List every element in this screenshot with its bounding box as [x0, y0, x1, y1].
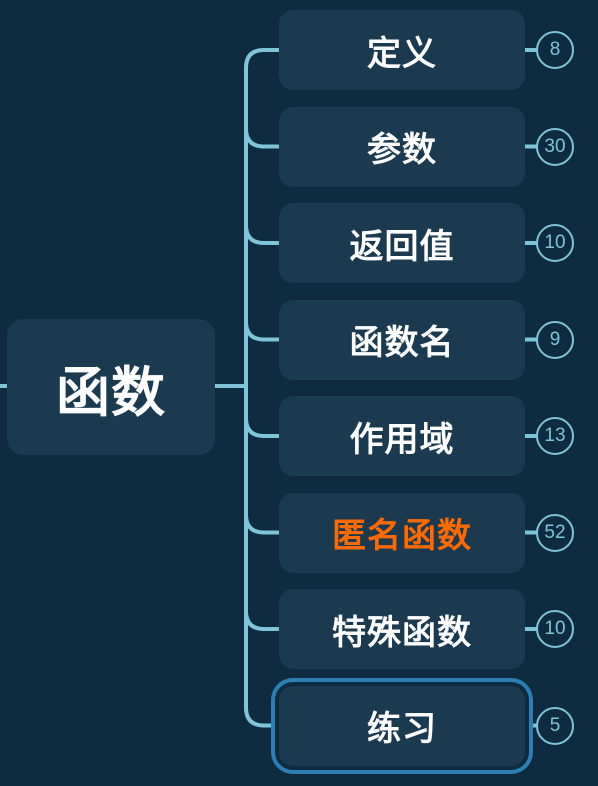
- child-topic[interactable]: 定义: [279, 10, 525, 90]
- child-topic[interactable]: 作用域: [279, 396, 525, 476]
- child-count-badge[interactable]: 9: [536, 320, 574, 359]
- child-count-badge[interactable]: 52: [536, 513, 574, 552]
- branch-connector: [244, 416, 281, 438]
- branch-connector: [244, 48, 281, 70]
- branch-connector: [244, 319, 281, 342]
- child-count-badge[interactable]: 5: [536, 706, 574, 745]
- child-topic[interactable]: 练习: [279, 685, 525, 766]
- child-count-badge[interactable]: 8: [536, 31, 574, 69]
- child-topic[interactable]: 特殊函数: [279, 589, 525, 669]
- child-topic[interactable]: 匿名函数: [279, 492, 525, 573]
- child-topic[interactable]: 返回值: [279, 203, 525, 283]
- child-count-badge[interactable]: 10: [536, 610, 574, 648]
- branch-connector: [244, 609, 281, 631]
- branch-connector: [244, 512, 281, 535]
- branch-connector: [244, 223, 281, 245]
- child-topic[interactable]: 参数: [279, 106, 525, 187]
- child-count-badge[interactable]: 13: [536, 417, 574, 455]
- child-count-badge[interactable]: 30: [536, 127, 574, 166]
- child-topic[interactable]: 函数名: [279, 299, 525, 380]
- branch-connector: [244, 705, 281, 728]
- child-count-badge[interactable]: 10: [536, 224, 574, 262]
- branch-connector: [244, 126, 281, 149]
- root-topic-functions[interactable]: 函数: [7, 319, 215, 455]
